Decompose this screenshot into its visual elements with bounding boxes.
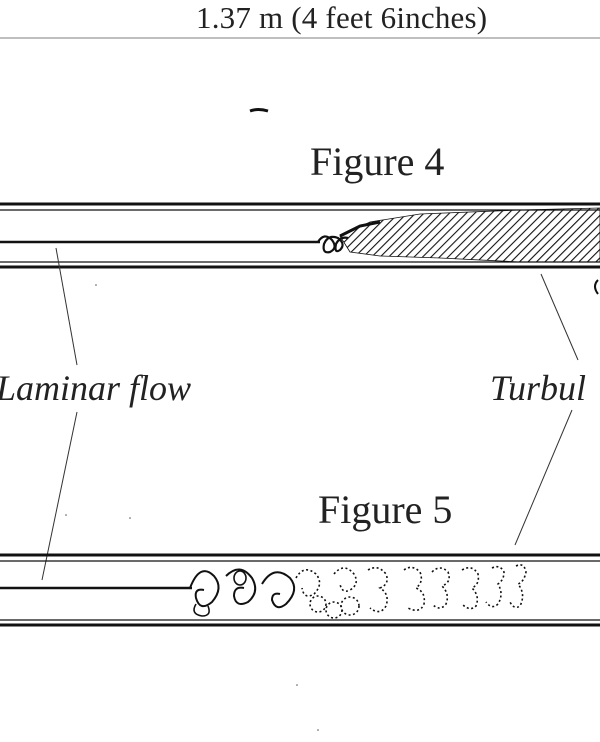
figure-4-tube (0, 202, 600, 295)
figure-4-title: Figure 4 (310, 139, 445, 184)
figure-4-transition-curls (317, 235, 349, 254)
laminar-leader-bottom (41, 411, 78, 581)
stray-mark (249, 108, 269, 113)
turbulent-leader-bottom (514, 409, 573, 546)
figure-4-turbulent-region (339, 207, 600, 263)
laminar-leader-top (55, 247, 78, 366)
dimension-label: 1.37 m (4 feet 6inches) (196, 0, 488, 35)
figure-5-vortex-3 (261, 571, 296, 609)
figure-5-title: Figure 5 (318, 487, 453, 532)
turbulent-flow-label: Turbul (490, 368, 587, 408)
figure-5-turbulent-eddies (295, 564, 527, 619)
figure-5-vortex-2 (225, 568, 257, 605)
laminar-flow-label: Laminar flow (0, 368, 192, 408)
figure-5-vortex-1 (189, 570, 220, 608)
figure-5-tube (0, 553, 600, 627)
turbulent-leader-top (540, 273, 579, 361)
